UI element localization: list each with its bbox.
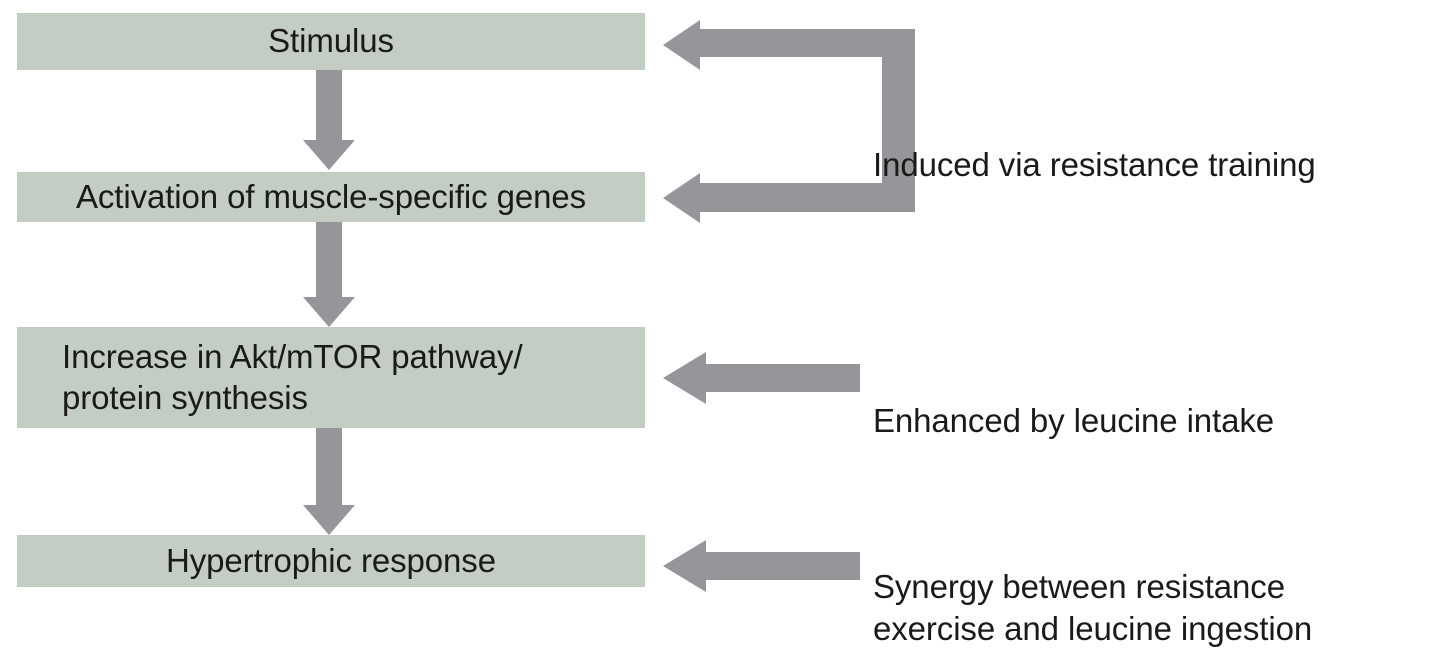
annotation-synergy: Synergy between resistance exercise and … [873,524,1413,650]
node-hypertrophic-response: Hypertrophic response [17,535,645,587]
flow-arrow-stimulus-to-activation [303,70,355,170]
annotation-resistance-training-label: Induced via resistance training [873,146,1316,183]
node-activation: Activation of muscle-specific genes [17,172,645,222]
flow-arrow-activation-to-increase [303,222,355,327]
node-stimulus-label: Stimulus [268,22,394,60]
annotation-resistance-training: Induced via resistance training [873,102,1413,186]
node-increase-akt-mtor: Increase in Akt/mTOR pathway/ protein sy… [17,327,645,428]
flowchart-diagram: Stimulus Activation of muscle-specific g… [17,13,1413,647]
annotation-synergy-label: Synergy between resistance exercise and … [873,568,1313,647]
node-hypertrophic-response-label: Hypertrophic response [166,541,496,579]
flow-arrow-increase-to-hypertrophic [303,428,355,535]
node-stimulus: Stimulus [17,13,645,70]
flow-connectors-layer [303,20,915,592]
bracket-connector-resistance-training [663,20,915,223]
node-increase-akt-mtor-label: Increase in Akt/mTOR pathway/ protein sy… [62,337,523,416]
annotation-leucine-intake-label: Enhanced by leucine intake [873,402,1275,439]
node-activation-label: Activation of muscle-specific genes [75,177,587,215]
annotation-arrow-synergy [663,540,860,592]
annotation-arrow-leucine-intake [663,352,860,404]
annotation-leucine-intake: Enhanced by leucine intake [873,358,1413,442]
